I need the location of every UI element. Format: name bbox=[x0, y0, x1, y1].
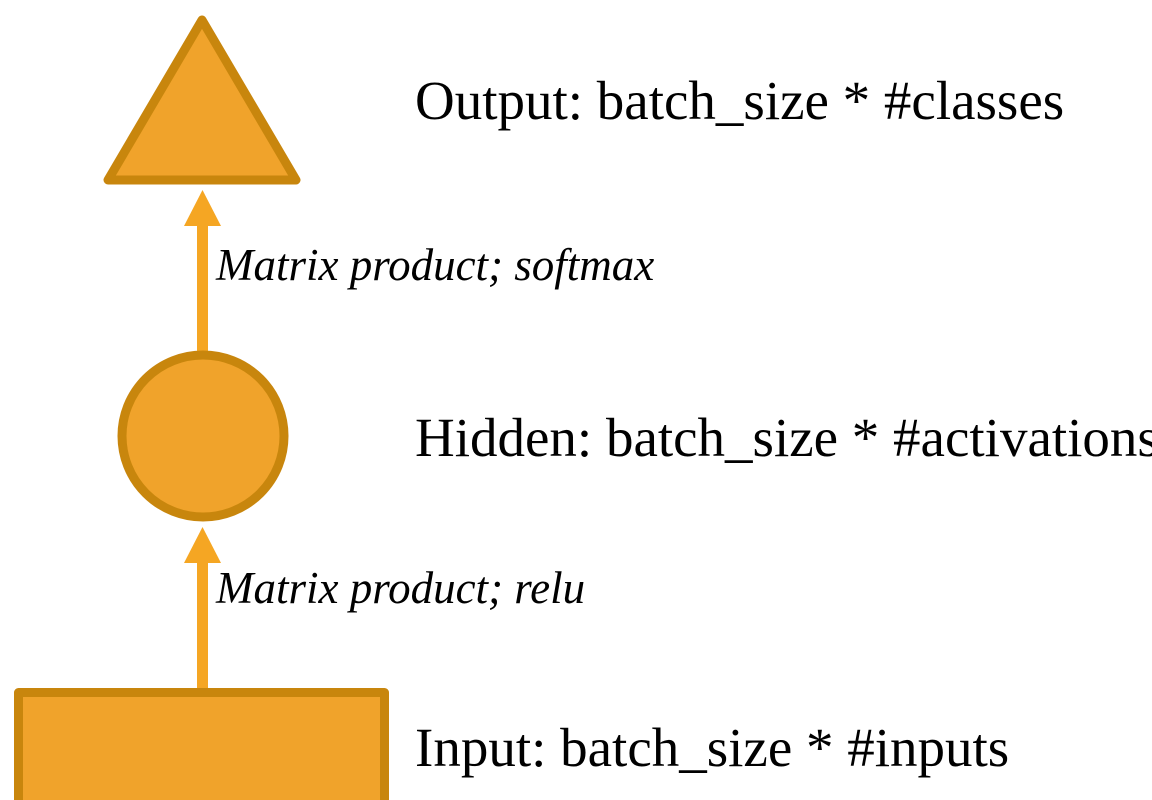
edge-label-input-to-hidden: Matrix product; relu bbox=[216, 563, 586, 613]
node-label-hidden: Hidden: batch_size * #activations bbox=[415, 407, 1152, 468]
edge-label-hidden-to-output: Matrix product; softmax bbox=[216, 240, 655, 290]
node-hidden-shape[interactable] bbox=[117, 350, 289, 522]
edge-hidden-to-output-arrow bbox=[184, 190, 221, 355]
node-label-output: Output: batch_size * #classes bbox=[415, 70, 1065, 131]
node-output-shape[interactable] bbox=[103, 15, 301, 185]
edge-input-to-hidden-arrow bbox=[184, 527, 221, 690]
node-label-input: Input: batch_size * #inputs bbox=[415, 717, 1010, 778]
node-input-shape[interactable] bbox=[14, 688, 389, 800]
